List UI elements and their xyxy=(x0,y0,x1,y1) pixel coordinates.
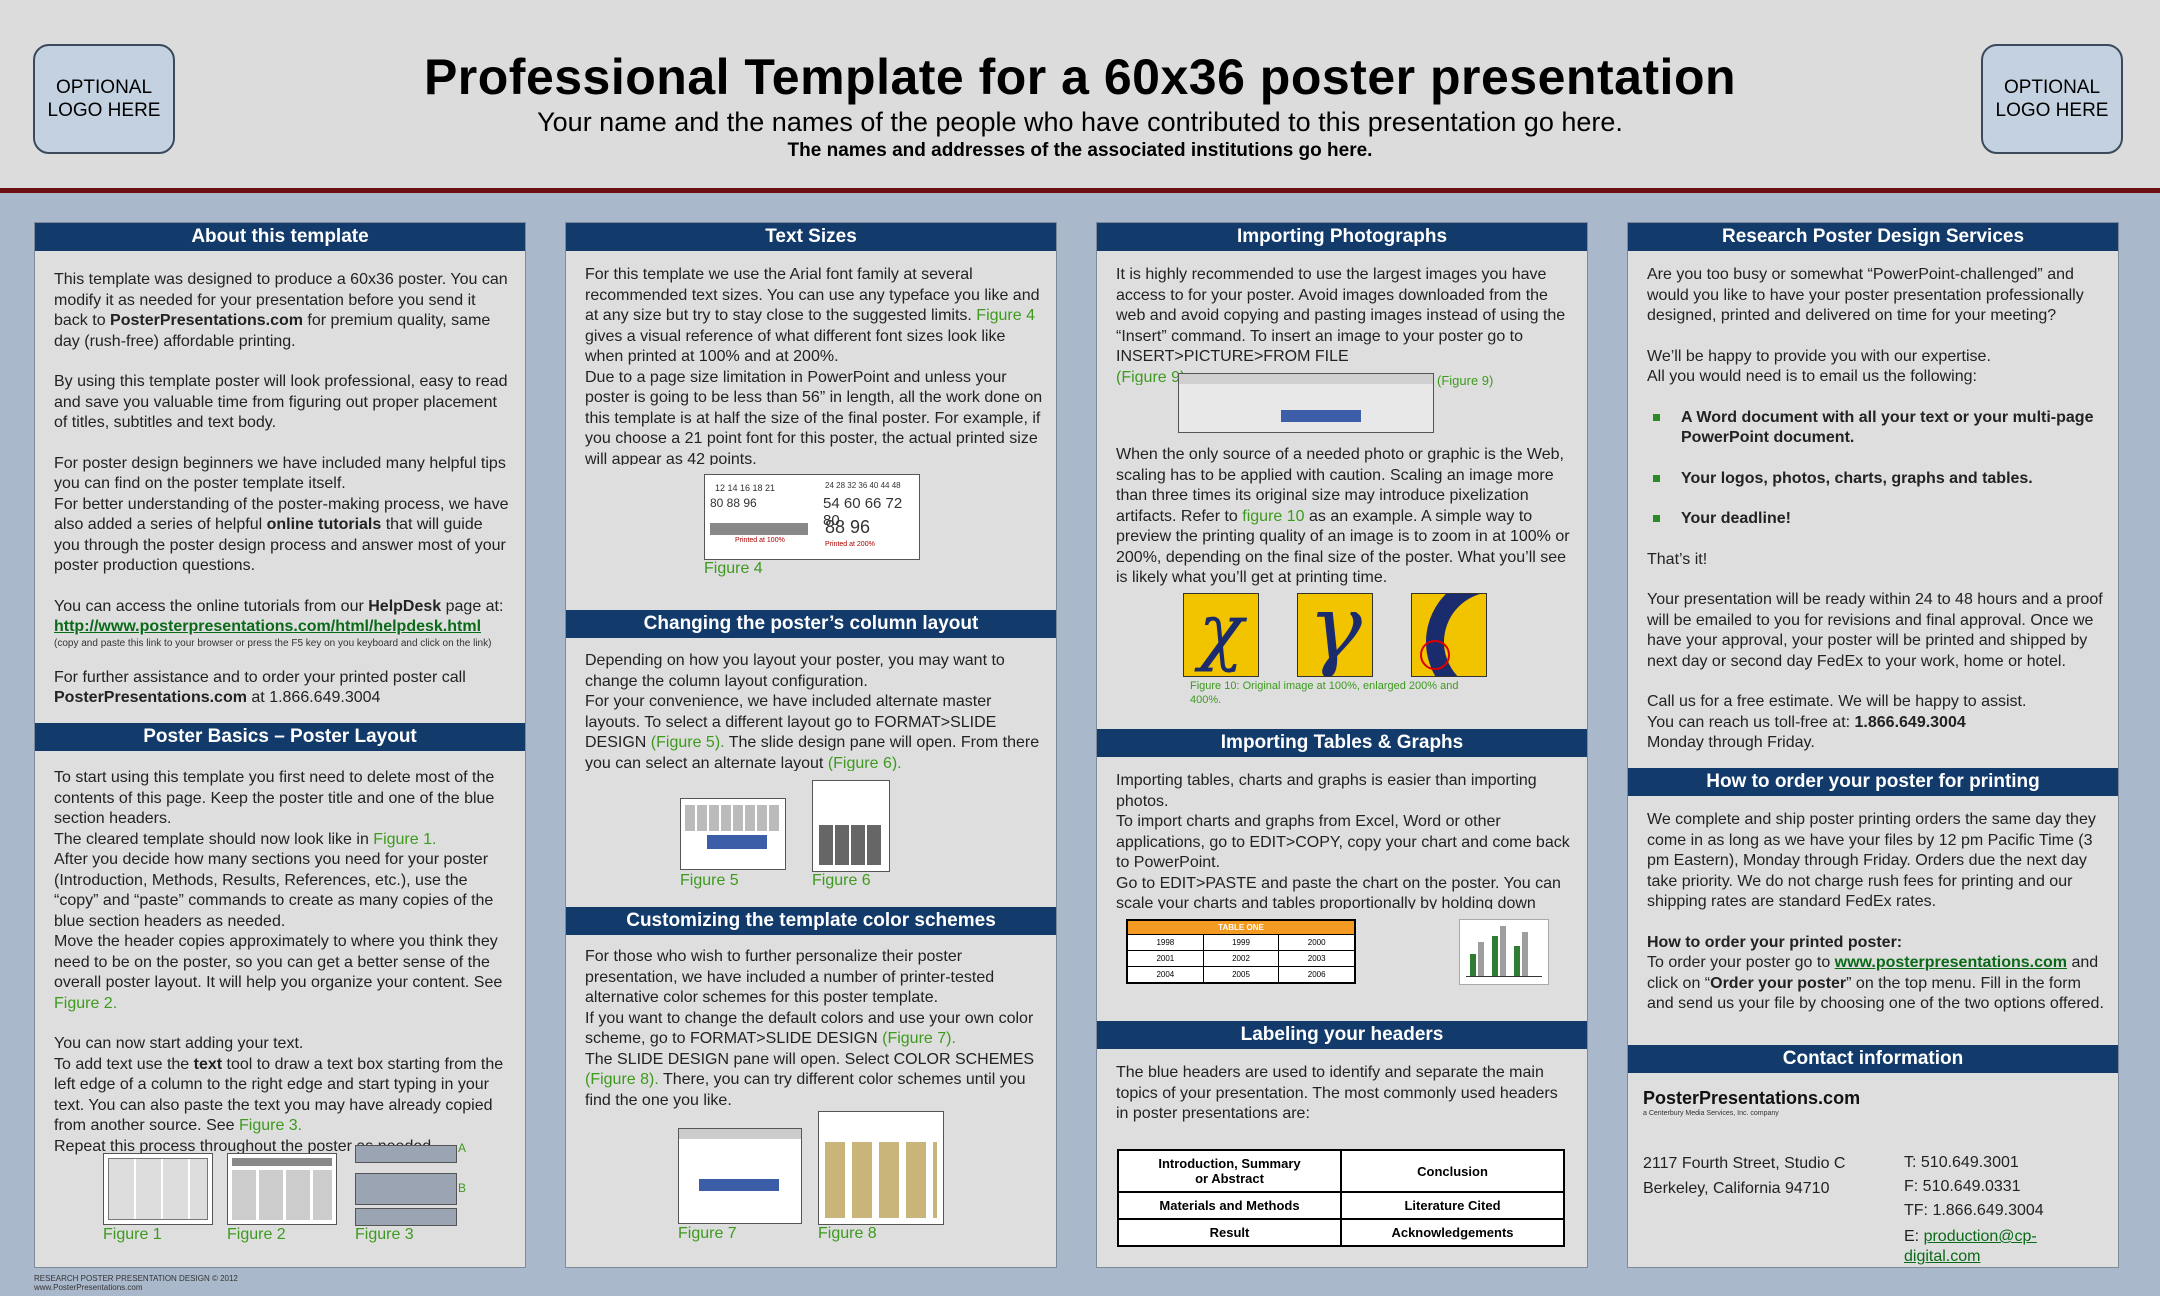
figure-1-caption: Figure 1 xyxy=(103,1226,162,1243)
poster-footer: RESEARCH POSTER PRESENTATION DESIGN © 20… xyxy=(34,1274,238,1292)
table-one-cell: 2006 xyxy=(1307,970,1326,979)
column-layout-body: Depending on how you layout your poster,… xyxy=(585,652,1040,771)
company-subline: a Centerbury Media Services, Inc. compan… xyxy=(1643,1110,1779,1117)
poster-institutions: The names and addresses of the associate… xyxy=(787,140,1373,161)
services-bullet-item: Your deadline! xyxy=(1651,509,2105,530)
table-one-cell: 2005 xyxy=(1204,967,1280,982)
figure-6-caption: Figure 6 xyxy=(812,872,871,889)
figure-3a-thumbnail xyxy=(355,1145,457,1163)
section-header-column-layout: Changing the poster’s column layout xyxy=(566,610,1056,638)
figure-1-thumbnail xyxy=(103,1153,213,1225)
chart-image-thumbnail xyxy=(1459,919,1549,985)
figure-4-font-sizes: 12 14 16 18 21 80 88 96 Printed at 100% … xyxy=(704,474,920,560)
logo-placeholder-right: OPTIONAL LOGO HERE xyxy=(1981,44,2123,154)
column-2: Text Sizes For this template we use the … xyxy=(565,222,1057,1268)
tables-graphs-body: Importing tables, charts and graphs is e… xyxy=(1116,772,1570,909)
table-one-cell: 2001 xyxy=(1128,951,1204,966)
section-header-order-printing: How to order your poster for printing xyxy=(1628,768,2118,796)
contact-email-link[interactable]: production@cp-digital.com xyxy=(1904,1228,2037,1265)
photographs-body-2: When the only source of a needed photo o… xyxy=(1116,446,1570,586)
figure-9-caption: (Figure 9) xyxy=(1437,373,1494,388)
headers-table-cell: Introduction, Summary or Abstract xyxy=(1117,1149,1342,1193)
figure-2-caption: Figure 2 xyxy=(227,1226,286,1243)
helpdesk-link[interactable]: http://www.posterpresentations.com/html/… xyxy=(54,618,482,635)
figure-10-image-100: χ xyxy=(1183,593,1259,677)
table-one-cell: 2000 xyxy=(1307,938,1326,947)
poster-title: Professional Template for a 60x36 poster… xyxy=(423,49,1737,105)
column-1: About this template This template was de… xyxy=(34,222,526,1268)
figure-8-thumbnail xyxy=(818,1111,944,1225)
figure-3c-thumbnail xyxy=(355,1208,457,1226)
figure-9-insert-menu xyxy=(1178,373,1434,433)
section-header-tables-graphs: Importing Tables & Graphs xyxy=(1097,729,1587,757)
figure-4-caption: Figure 4 xyxy=(704,560,763,577)
headers-table-cell: Acknowledgements xyxy=(1340,1218,1565,1247)
about-body: This template was designed to produce a … xyxy=(54,271,509,706)
photographs-body: It is highly recommended to use the larg… xyxy=(1116,266,1566,385)
basics-body: To start using this template you first n… xyxy=(54,769,504,1155)
table-one-cell: 2003 xyxy=(1307,954,1326,963)
section-header-contact: Contact information xyxy=(1628,1045,2118,1073)
section-header-color-schemes: Customizing the template color schemes xyxy=(566,907,1056,935)
order-printing-body: We complete and ship poster printing ord… xyxy=(1647,811,2104,1012)
services-bullet-item: Your logos, photos, charts, graphs and t… xyxy=(1651,469,2105,490)
poster-header: OPTIONAL LOGO HERE Professional Template… xyxy=(0,0,2160,193)
headers-table-cell: Literature Cited xyxy=(1340,1191,1565,1220)
section-header-text-sizes: Text Sizes xyxy=(566,223,1056,251)
figure-7-caption: Figure 7 xyxy=(678,1225,737,1242)
logo-placeholder-left: OPTIONAL LOGO HERE xyxy=(33,44,175,154)
headers-table-cell: Result xyxy=(1117,1218,1342,1247)
color-schemes-body: For those who wish to further personaliz… xyxy=(585,948,1035,1109)
table-one-cell: 1998 xyxy=(1128,935,1204,950)
section-header-design-services: Research Poster Design Services xyxy=(1628,223,2118,251)
figure-6-thumbnail xyxy=(812,780,890,872)
figure-5-caption: Figure 5 xyxy=(680,872,739,889)
figure-10-image-200: γ xyxy=(1297,593,1373,677)
order-website-link[interactable]: www.posterpresentations.com xyxy=(1834,954,2067,971)
table-one-cell: 1999 xyxy=(1204,935,1280,950)
services-bullet-item: A Word document with all your text or yo… xyxy=(1651,408,2105,449)
poster-authors: Your name and the names of the people wh… xyxy=(537,107,1623,137)
figure-5-thumbnail xyxy=(680,798,786,870)
company-address: 2117 Fourth Street, Studio C Berkeley, C… xyxy=(1643,1155,1846,1197)
labeling-headers-body: The blue headers are used to identify an… xyxy=(1116,1064,1558,1122)
section-header-basics: Poster Basics – Poster Layout xyxy=(35,723,525,751)
column-3: Importing Photographs It is highly recom… xyxy=(1096,222,1588,1268)
section-header-about: About this template xyxy=(35,223,525,251)
design-services-body: Are you too busy or somewhat “PowerPoint… xyxy=(1647,265,2105,775)
company-phones: T: 510.649.3001 F: 510.649.0331 TF: 1.86… xyxy=(1904,1154,2044,1265)
table-one-cell: 2002 xyxy=(1204,951,1280,966)
section-header-labeling-headers: Labeling your headers xyxy=(1097,1021,1587,1049)
figure-3-caption: Figure 3 xyxy=(355,1226,414,1243)
figure-10-caption: Figure 10: Original image at 100%, enlar… xyxy=(1190,680,1459,706)
headers-table-cell: Materials and Methods xyxy=(1117,1191,1342,1220)
figure-3b-thumbnail xyxy=(355,1173,457,1205)
figure-8-caption: Figure 8 xyxy=(818,1225,877,1242)
company-name: PosterPresentations.com xyxy=(1643,1088,1861,1108)
figure-7-thumbnail xyxy=(678,1128,802,1224)
column-4: Research Poster Design Services Are you … xyxy=(1627,222,2119,1268)
text-sizes-body: For this template we use the Arial font … xyxy=(585,266,1043,465)
headers-table-cell: Conclusion xyxy=(1340,1149,1565,1193)
section-header-photographs: Importing Photographs xyxy=(1097,223,1587,251)
table-one-cell: 2004 xyxy=(1128,967,1204,982)
figure-10-image-400 xyxy=(1411,593,1487,677)
figure-2-thumbnail xyxy=(227,1153,337,1225)
